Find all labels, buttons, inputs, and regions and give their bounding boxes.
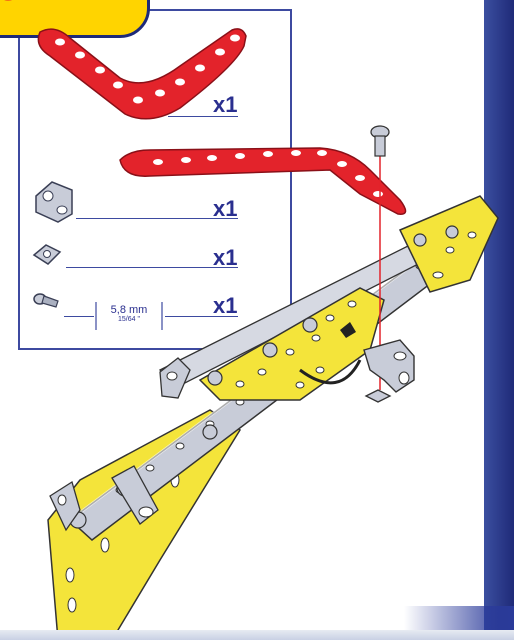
curved-strip-plate-placed bbox=[120, 148, 406, 214]
curved-strip-plate-icon bbox=[38, 29, 246, 119]
placed-angle-bracket bbox=[364, 340, 414, 392]
placed-square-nut bbox=[366, 390, 390, 402]
square-nut-icon bbox=[34, 245, 60, 264]
frame-assembly bbox=[48, 196, 498, 640]
bolt-icon bbox=[34, 294, 58, 307]
angle-bracket-icon bbox=[36, 182, 72, 222]
page-bottom-edge bbox=[0, 630, 514, 640]
placed-bolt bbox=[371, 126, 389, 156]
